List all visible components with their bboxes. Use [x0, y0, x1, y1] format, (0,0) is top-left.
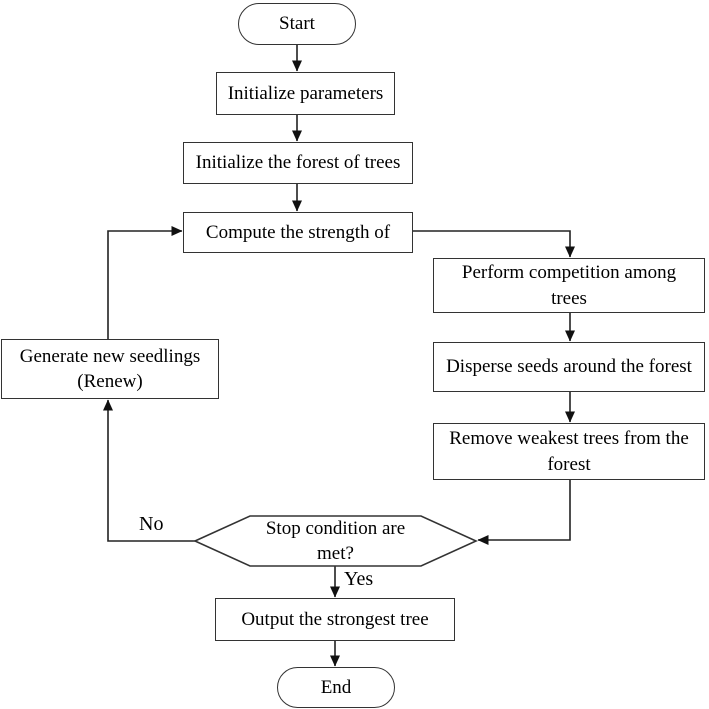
node-start-label: Start: [279, 13, 315, 35]
node-initialize-forest-label: Initialize the forest of trees: [195, 152, 401, 174]
node-initialize-parameters: Initialize parameters: [216, 72, 395, 115]
node-generate-seedlings: Generate new seedlings (Renew): [1, 339, 219, 399]
node-end-label: End: [320, 676, 352, 698]
node-initialize-parameters-label: Initialize parameters: [227, 82, 384, 104]
arrow-decision-no-to-generate: [103, 399, 195, 542]
node-perform-competition: Perform competition among trees: [433, 258, 705, 313]
arrow-remove-to-decision: [477, 480, 571, 545]
node-generate-seedlings-label: Generate new seedlings: [19, 345, 201, 367]
node-disperse-seeds-label: Disperse seeds around the forest: [446, 356, 692, 378]
node-remove-weakest-label: Remove weakest trees from the: [449, 428, 689, 450]
node-decision-stop-condition: Stop condition are met?: [265, 517, 406, 564]
node-perform-competition-label: Perform competition among: [461, 262, 677, 284]
arrow-compute-to-perform: [413, 230, 575, 258]
node-compute-strength-label: Compute the strength of: [205, 221, 391, 243]
node-end: End: [277, 667, 395, 708]
node-decision-label: Stop condition are: [265, 517, 406, 539]
node-disperse-seeds: Disperse seeds around the forest: [433, 342, 705, 392]
edge-label-no: No: [139, 513, 164, 535]
arrow-generate-to-compute: [107, 226, 183, 339]
node-start: Start: [238, 3, 356, 45]
node-initialize-forest: Initialize the forest of trees: [183, 142, 413, 184]
node-remove-weakest: Remove weakest trees from the forest: [433, 423, 705, 480]
node-output-strongest: Output the strongest tree: [215, 598, 455, 641]
decision-hexagon-shape: [193, 515, 478, 567]
node-output-strongest-label: Output the strongest tree: [241, 608, 429, 630]
node-compute-strength: Compute the strength of: [183, 212, 413, 253]
edge-label-yes: Yes: [344, 568, 374, 590]
